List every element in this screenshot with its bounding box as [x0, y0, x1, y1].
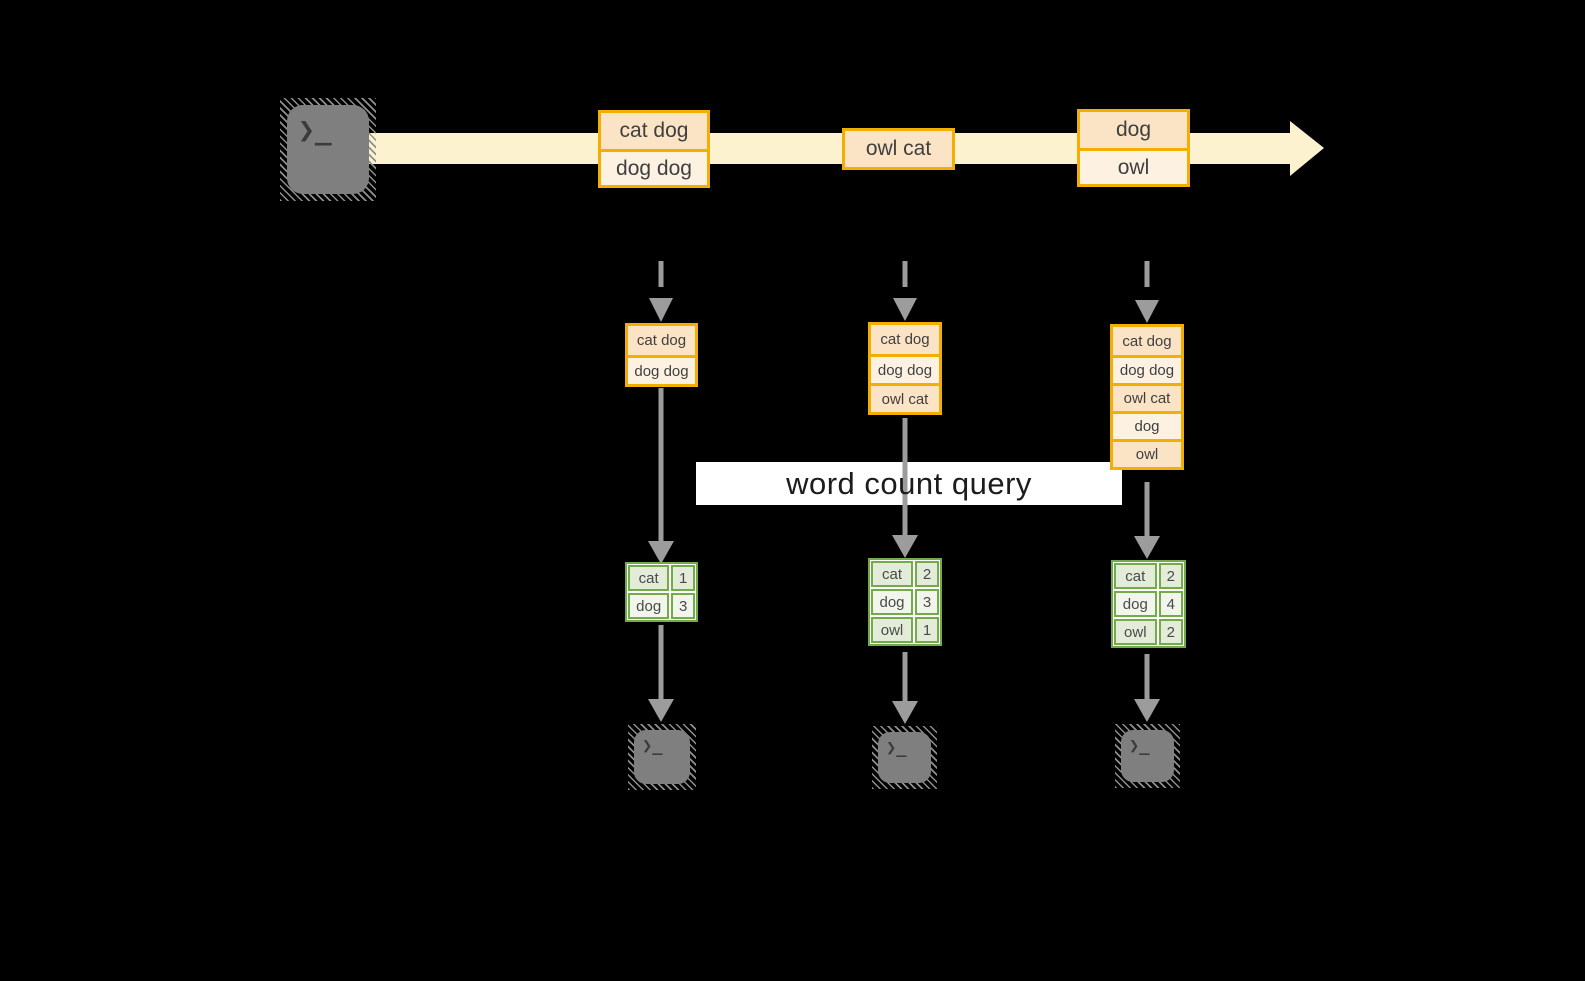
state-record: dog dog: [628, 355, 695, 384]
result-word: owl: [1114, 619, 1157, 645]
result-count: 2: [915, 561, 939, 587]
source-terminal-icon: ❯_: [280, 98, 376, 201]
stream-record: dog dog: [601, 149, 707, 185]
state-record: owl: [1113, 439, 1181, 467]
state-record: dog: [1113, 411, 1181, 439]
dashed-arrowhead-1-icon: [649, 298, 673, 322]
result-word: cat: [871, 561, 913, 587]
query-arrowhead-2-icon: [892, 535, 918, 558]
result-count: 3: [671, 593, 695, 619]
state-record: owl cat: [1113, 383, 1181, 411]
input-state-2: cat dog dog dog owl cat: [868, 322, 942, 415]
sink-terminal-screen: ❯_: [878, 732, 931, 783]
state-record: owl cat: [871, 383, 939, 412]
result-count: 4: [1158, 591, 1183, 617]
sink-arrowhead-1-icon: [648, 699, 674, 722]
terminal-prompt-glyph: ❯_: [642, 736, 663, 756]
query-label: word count query: [786, 465, 1032, 501]
result-count: 3: [915, 589, 939, 615]
query-band: [696, 462, 1122, 505]
result-word: owl: [871, 617, 913, 643]
sink-terminal-screen: ❯_: [634, 730, 690, 784]
stream-batch-1: cat dog dog dog: [598, 110, 710, 188]
stream-batch-3: dog owl: [1077, 109, 1190, 187]
terminal-prompt-glyph: ❯_: [298, 113, 332, 146]
state-record: cat dog: [871, 325, 939, 354]
sink-arrowhead-2-icon: [892, 701, 918, 724]
result-count: 1: [915, 617, 939, 643]
stream-record: cat dog: [601, 113, 707, 149]
input-state-3: cat dog dog dog owl cat dog owl: [1110, 324, 1184, 470]
query-arrowhead-1-icon: [648, 541, 674, 564]
result-word: dog: [871, 589, 913, 615]
state-record: cat dog: [1113, 327, 1181, 355]
result-word: dog: [628, 593, 670, 619]
stream-record: owl cat: [845, 131, 952, 167]
dashed-arrowhead-2-icon: [893, 298, 917, 321]
result-word: cat: [628, 565, 670, 591]
query-arrowhead-3-icon: [1134, 536, 1160, 559]
state-record: dog dog: [871, 354, 939, 383]
state-record: dog dog: [1113, 355, 1181, 383]
result-table-1: cat 1 dog 3: [625, 562, 698, 622]
result-word: cat: [1114, 563, 1157, 589]
stream-record: owl: [1080, 148, 1187, 184]
terminal-prompt-glyph: ❯_: [1129, 736, 1150, 756]
result-count: 2: [1158, 563, 1183, 589]
stream-record: dog: [1080, 112, 1187, 148]
stream-arrowhead-icon: [1290, 121, 1324, 176]
result-table-2: cat 2 dog 3 owl 1: [868, 558, 942, 646]
state-record: cat dog: [628, 326, 695, 355]
result-word: dog: [1114, 591, 1157, 617]
stream-batch-2: owl cat: [842, 128, 955, 170]
result-table-3: cat 2 dog 4 owl 2: [1111, 560, 1186, 648]
result-count: 2: [1158, 619, 1183, 645]
result-count: 1: [671, 565, 695, 591]
input-state-1: cat dog dog dog: [625, 323, 698, 387]
sink-terminal-icon-1: ❯_: [628, 724, 696, 790]
dashed-arrowhead-3-icon: [1135, 300, 1159, 323]
sink-terminal-icon-2: ❯_: [872, 726, 937, 789]
sink-terminal-screen: ❯_: [1121, 730, 1174, 782]
source-terminal-screen: ❯_: [287, 105, 369, 194]
sink-terminal-icon-3: ❯_: [1115, 724, 1180, 788]
sink-arrowhead-3-icon: [1134, 699, 1160, 722]
terminal-prompt-glyph: ❯_: [886, 738, 907, 758]
